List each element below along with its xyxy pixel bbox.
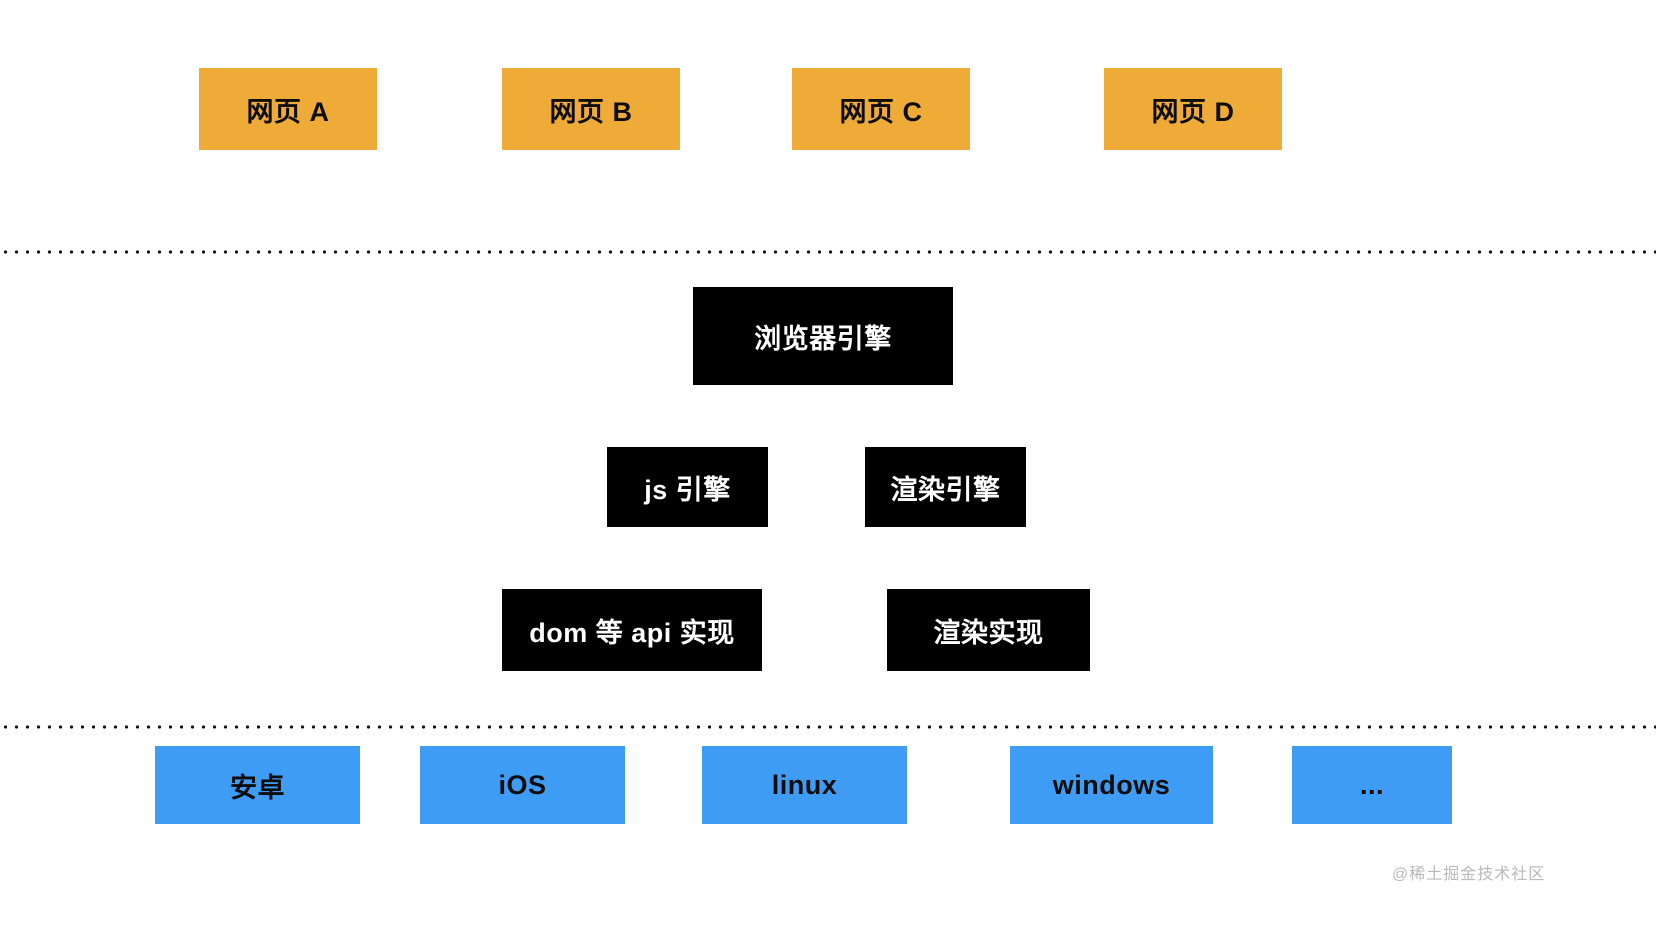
os-box-linux-label: linux xyxy=(771,769,838,800)
browser-engine-box[interactable]: 浏览器引擎 xyxy=(693,287,953,385)
top-divider xyxy=(0,250,1656,254)
os-box-ios-label: iOS xyxy=(498,769,547,800)
browser-engine-label: 浏览器引擎 xyxy=(754,323,892,354)
page-box-c-label: 网页 C xyxy=(839,96,923,127)
js-engine-box[interactable]: js 引擎 xyxy=(607,447,768,527)
os-box-more-label: ... xyxy=(1359,769,1384,800)
page-box-a[interactable]: 网页 A xyxy=(199,68,377,150)
os-box-windows-label: windows xyxy=(1052,769,1171,800)
os-box-android[interactable]: 安卓 xyxy=(155,746,360,824)
dom-api-impl-label: dom 等 api 实现 xyxy=(529,617,735,648)
js-engine-label: js 引擎 xyxy=(644,474,731,505)
os-box-linux[interactable]: linux xyxy=(702,746,907,824)
os-box-ios[interactable]: iOS xyxy=(420,746,625,824)
page-box-d[interactable]: 网页 D xyxy=(1104,68,1282,150)
os-box-more[interactable]: ... xyxy=(1292,746,1452,824)
page-box-b-label: 网页 B xyxy=(549,96,633,127)
bottom-divider xyxy=(0,725,1656,729)
render-engine-label: 渲染引擎 xyxy=(890,474,1001,505)
watermark: @稀土掘金技术社区 xyxy=(1392,866,1546,883)
page-box-c[interactable]: 网页 C xyxy=(792,68,970,150)
os-box-android-label: 安卓 xyxy=(230,772,285,803)
render-engine-box[interactable]: 渲染引擎 xyxy=(865,447,1026,527)
page-box-b[interactable]: 网页 B xyxy=(502,68,680,150)
page-box-d-label: 网页 D xyxy=(1151,96,1235,127)
dom-api-impl-box[interactable]: dom 等 api 实现 xyxy=(502,589,762,671)
render-impl-box[interactable]: 渲染实现 xyxy=(887,589,1090,671)
page-box-a-label: 网页 A xyxy=(246,96,330,127)
render-impl-label: 渲染实现 xyxy=(933,617,1044,648)
os-box-windows[interactable]: windows xyxy=(1010,746,1213,824)
